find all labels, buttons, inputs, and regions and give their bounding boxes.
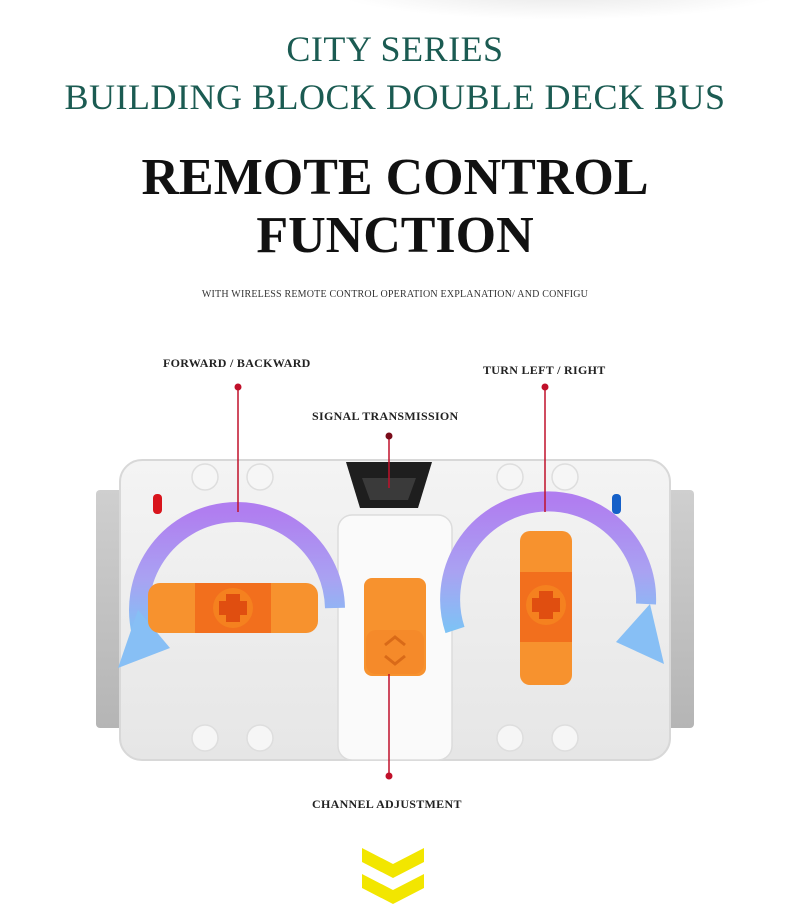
callout-lines [237, 390, 546, 776]
subtitle: WITH WIRELESS REMOTE CONTROL OPERATION E… [201, 289, 589, 300]
headline-line1: REMOTE CONTROL [141, 149, 649, 206]
callout-forward-backward: FORWARD / BACKWARD [163, 356, 311, 370]
callout-channel-adjustment: CHANNEL ADJUSTMENT [312, 797, 462, 811]
rotate-arrow-icon [440, 491, 664, 664]
callout-dots [234, 383, 549, 780]
channel-adjustment-slider[interactable] [364, 578, 426, 676]
rotate-arrow-icon [118, 502, 345, 668]
double-chevron-down-icon [362, 848, 424, 904]
headline-line2: FUNCTION [256, 207, 534, 264]
turn-left-right-lever[interactable] [520, 531, 572, 685]
right-channel-led [612, 494, 621, 514]
callout-turn-left-right: TURN LEFT / RIGHT [483, 363, 606, 377]
studs [191, 463, 579, 752]
top-shadow [330, 0, 790, 20]
series-title: CITY SERIES [286, 29, 504, 69]
left-channel-led [153, 494, 162, 514]
callout-signal-transmission: SIGNAL TRANSMISSION [312, 409, 459, 423]
forward-backward-lever[interactable] [148, 583, 318, 633]
product-title: BUILDING BLOCK DOUBLE DECK BUS [64, 77, 726, 117]
